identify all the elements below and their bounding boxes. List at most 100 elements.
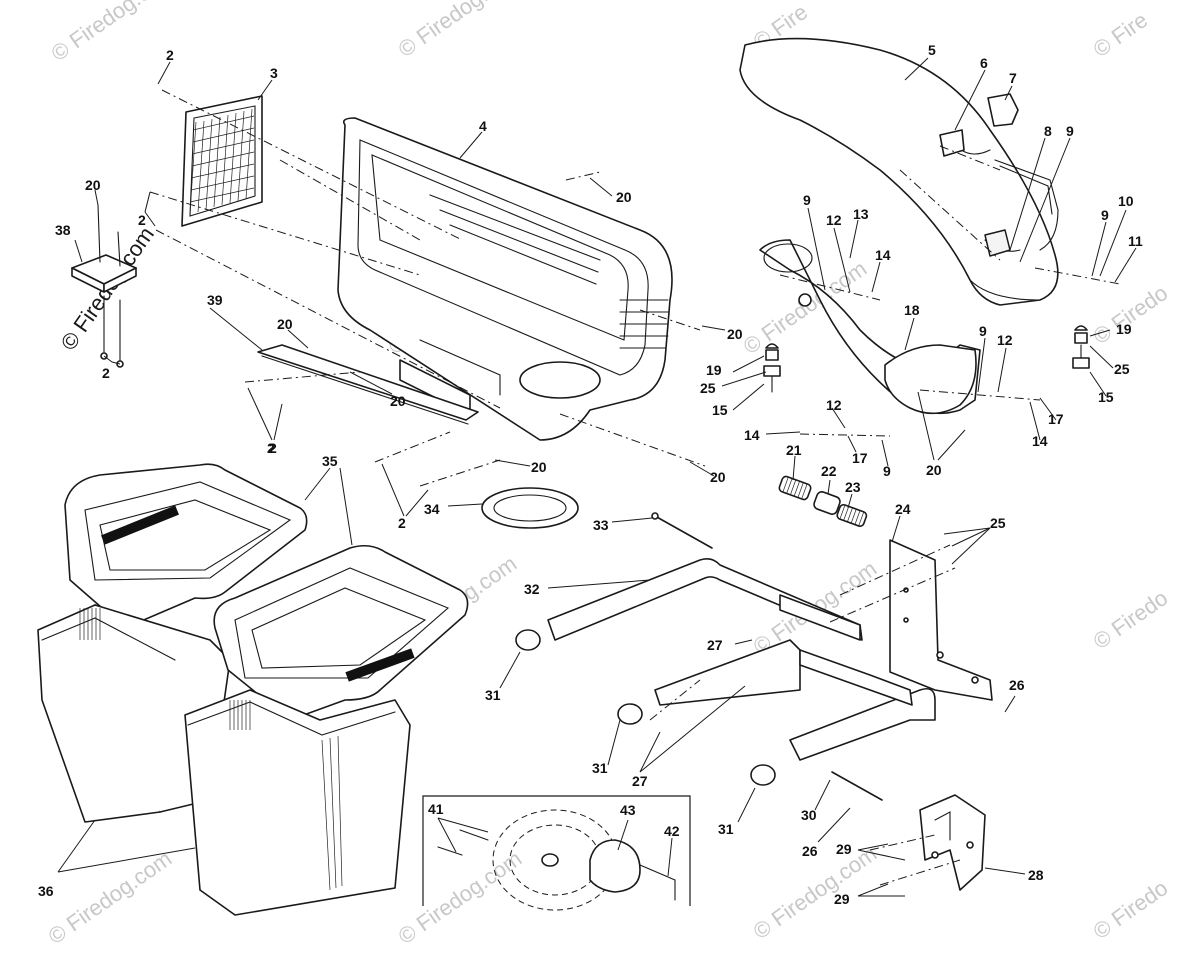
part-label: 27 (632, 773, 648, 789)
part-label: 39 (207, 292, 223, 308)
bracket-38 (71, 204, 137, 368)
plate-39 (257, 344, 479, 425)
bolt-stack-right (1072, 325, 1090, 369)
bag-tray-front (213, 544, 469, 721)
part-label: 9 (979, 323, 987, 339)
part-label: 34 (424, 501, 440, 517)
part-label: 42 (664, 823, 680, 839)
part-label: 35 (322, 453, 338, 469)
small-parts-6-7-8 (939, 93, 1059, 257)
part-label: 14 (1032, 433, 1048, 449)
part-label: 25 (700, 380, 716, 396)
part-label: 2 (269, 440, 277, 456)
handle-frame (515, 558, 936, 786)
part-label: 20 (85, 177, 101, 193)
part-label: 6 (980, 55, 988, 71)
part-label: 9 (883, 463, 891, 479)
part-label: 31 (718, 821, 734, 837)
spring-21 (778, 475, 812, 501)
sleeve-22 (813, 491, 841, 515)
housing-part (337, 117, 673, 441)
watermark: © Firedo (1089, 280, 1173, 349)
part-label: 20 (390, 393, 406, 409)
part-label: 17 (852, 450, 868, 466)
part-label: 21 (786, 442, 802, 458)
part-label: 20 (531, 459, 547, 475)
part-label: 2 (166, 47, 174, 63)
part-label: 7 (1009, 70, 1017, 86)
part-label: 24 (895, 501, 911, 517)
part-label: 4 (479, 118, 487, 134)
part-label: 32 (524, 581, 540, 597)
part-label: 23 (845, 479, 861, 495)
part-label: 41 (428, 801, 444, 817)
part-label: 18 (904, 302, 920, 318)
part-label: 31 (592, 760, 608, 776)
part-label: 10 (1118, 193, 1134, 209)
watermark: © Firedog.com (394, 0, 527, 62)
part-label: 26 (1009, 677, 1025, 693)
part-label: 2 (102, 365, 110, 381)
part-label: 25 (990, 515, 1006, 531)
watermark: © Firedog.com (47, 0, 180, 66)
part-label: 29 (834, 891, 850, 907)
part-label: 43 (620, 802, 636, 818)
part-label: 20 (277, 316, 293, 332)
part-label: 5 (928, 42, 936, 58)
part-label: 38 (55, 222, 71, 238)
part-label: 12 (826, 212, 842, 228)
watermark: © Firedog.com (394, 846, 527, 949)
screen-part (181, 95, 263, 227)
pin-30 (831, 771, 883, 801)
part-label: 2 (138, 212, 146, 228)
part-label: 17 (1048, 411, 1064, 427)
bag-tray-rear (64, 463, 308, 629)
part-label: 12 (997, 332, 1013, 348)
part-label: 14 (744, 427, 760, 443)
part-label: 20 (926, 462, 942, 478)
part-label: 29 (836, 841, 852, 857)
mount-plate-24 (889, 539, 993, 701)
part-label: 19 (1116, 321, 1132, 337)
part-label: 2 (267, 440, 275, 456)
hinge-parts (778, 475, 868, 527)
bag-label (345, 648, 415, 682)
part-label: 20 (710, 469, 726, 485)
bag-front (184, 689, 411, 916)
part-label: 25 (1114, 361, 1130, 377)
part-label: 22 (821, 463, 837, 479)
part-label: 9 (1101, 207, 1109, 223)
part-label: 13 (853, 206, 869, 222)
spring-23 (836, 503, 868, 527)
part-label: 30 (801, 807, 817, 823)
part-label: 26 (802, 843, 818, 859)
part-label: 33 (593, 517, 609, 533)
part-label: 36 (38, 883, 54, 899)
part-label: 20 (727, 326, 743, 342)
part-label: 12 (826, 397, 842, 413)
part-label: 2 (398, 515, 406, 531)
part-label: 11 (1128, 233, 1143, 249)
part-label: 8 (1044, 123, 1052, 139)
part-label: 20 (616, 189, 632, 205)
bolt-stack-left (763, 343, 781, 393)
part-label: 9 (1066, 123, 1074, 139)
part-label: 14 (875, 247, 891, 263)
part-label: 28 (1028, 867, 1044, 883)
watermark: © Fire (1089, 7, 1153, 62)
deflector-part (759, 239, 981, 415)
part-label: 9 (803, 192, 811, 208)
inset-detail (422, 795, 691, 911)
watermark: © Firedo (1089, 875, 1173, 944)
bracket-28 (919, 794, 986, 891)
part-label: 19 (706, 362, 722, 378)
part-label: 15 (1098, 389, 1114, 405)
watermark: © Firedo (1089, 585, 1173, 654)
part-label: 3 (270, 65, 278, 81)
part-label: 15 (712, 402, 728, 418)
part-labels: 2 3 4 5 6 7 8 9 9 10 11 20 20 38 2 9 12 … (38, 42, 1143, 907)
rod-33 (651, 512, 713, 549)
ring-34 (481, 487, 579, 529)
part-label: 31 (485, 687, 501, 703)
